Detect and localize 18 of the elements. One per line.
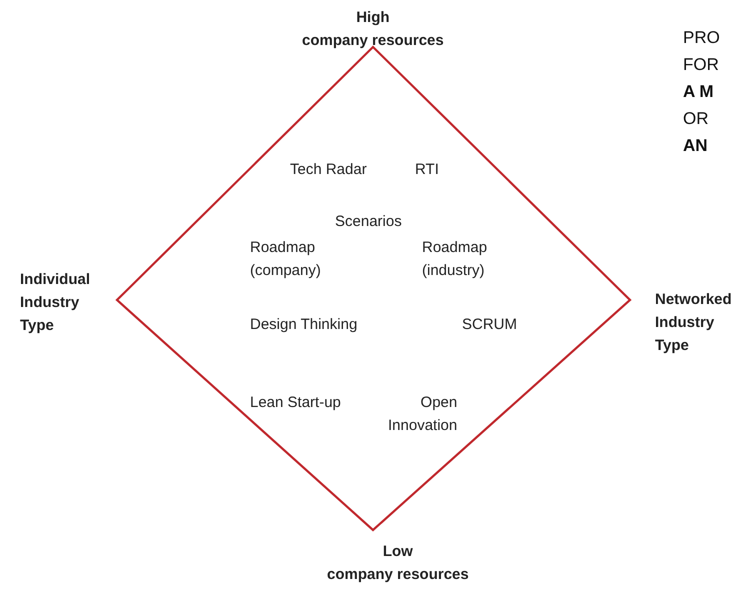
method-label: Scenarios xyxy=(335,212,402,232)
method-label: SCRUM xyxy=(462,315,517,335)
method-label: RTI xyxy=(415,160,439,180)
method-label: Roadmap (company) xyxy=(250,238,321,281)
method-label: Open Innovation xyxy=(388,393,458,436)
method-label: Design Thinking xyxy=(250,315,358,335)
method-label: Roadmap (industry) xyxy=(422,238,488,281)
axis-label: Individual Industry Type xyxy=(20,270,90,336)
side-text: A M xyxy=(683,81,714,103)
axis-label: Networked Industry Type xyxy=(655,290,732,356)
axis-label: Low company resources xyxy=(327,542,469,585)
side-text: PRO xyxy=(683,27,720,49)
side-text: AN xyxy=(683,135,708,157)
axis-label: High company resources xyxy=(302,8,444,51)
method-label: Lean Start-up xyxy=(250,393,341,413)
side-text: OR xyxy=(683,108,708,130)
side-text: FOR xyxy=(683,54,719,76)
method-label: Tech Radar xyxy=(290,160,367,180)
